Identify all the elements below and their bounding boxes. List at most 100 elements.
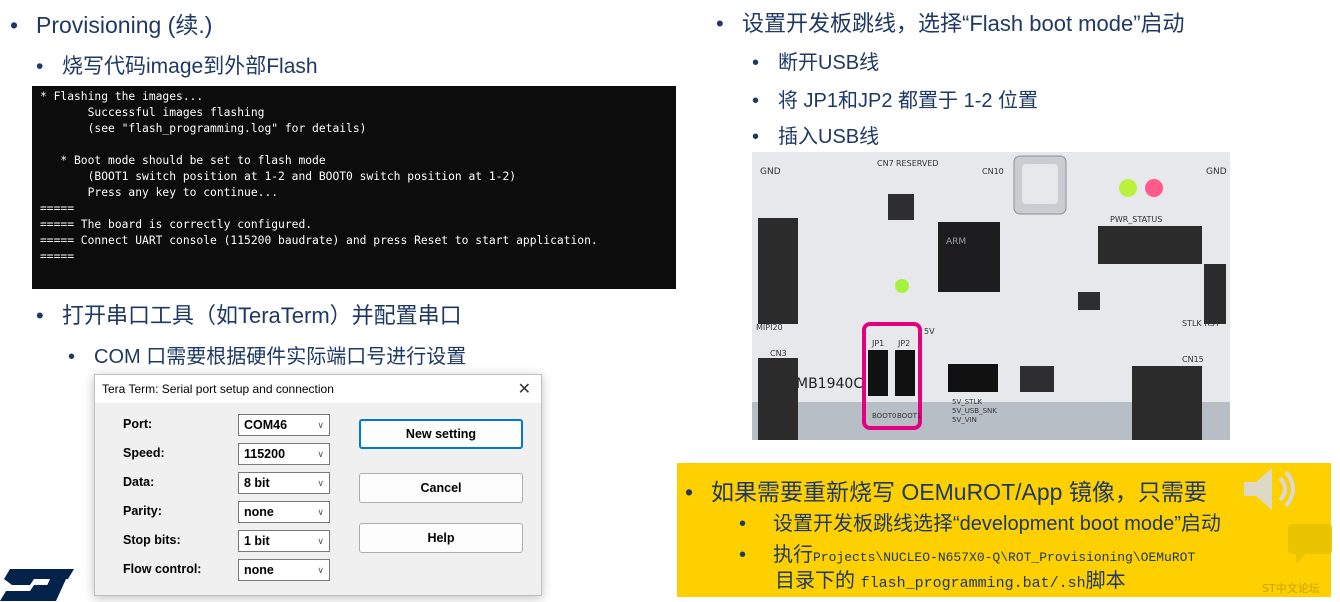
chip-label: ARM xyxy=(946,237,966,247)
gnd-right-label: GND xyxy=(1206,167,1227,177)
bullet-dot: • xyxy=(739,513,747,535)
flow-control-select[interactable]: none ∨ xyxy=(238,559,330,581)
note-line3: • 执行Projects\NUCLEO-N657X0-Q\ROT_Provisio… xyxy=(739,538,1195,567)
speed-value: 115200 xyxy=(244,447,286,461)
terminal-line: ===== xyxy=(40,250,75,263)
terminal-output: * Flashing the images... Successful imag… xyxy=(32,86,676,289)
stop-bits-value: 1 bit xyxy=(244,534,270,548)
terminal-line: ===== Connect UART console (115200 baudr… xyxy=(40,234,598,247)
speed-label: Speed: xyxy=(123,446,165,460)
vin-label: 5V_VIN xyxy=(952,416,977,424)
step-text: 断开USB线 xyxy=(778,52,880,74)
boot1-label: BOOT1 xyxy=(897,412,921,420)
close-icon[interactable]: ✕ xyxy=(517,381,531,398)
chat-bubble-icon[interactable] xyxy=(1284,520,1334,568)
speed-select[interactable]: 115200 ∨ xyxy=(238,443,330,465)
bullet-dot: • xyxy=(685,479,694,505)
terminal-line: (see "flash_programming.log" for details… xyxy=(40,122,367,135)
boot0-label: BOOT0 xyxy=(872,412,896,420)
note-line4-suffix: 脚本 xyxy=(1085,570,1126,592)
parity-select[interactable]: none ∨ xyxy=(238,501,330,523)
subheading-text: 烧写代码image到外部Flash xyxy=(62,55,318,78)
usb-snk-label: 5V_USB_SNK xyxy=(952,407,997,415)
port-label: Port: xyxy=(123,417,153,431)
new-setting-button[interactable]: New setting xyxy=(359,419,523,449)
dialog-title: Tera Term: Serial port setup and connect… xyxy=(102,382,334,396)
chevron-down-icon: ∨ xyxy=(317,535,324,546)
step-disconnect-usb: • 断开USB线 xyxy=(752,46,879,75)
note-line3-prefix: 执行 xyxy=(773,544,813,566)
bullet-dot: • xyxy=(752,126,760,148)
cancel-button[interactable]: Cancel xyxy=(359,473,523,503)
step-connect-usb: • 插入USB线 xyxy=(752,120,879,149)
stop-bits-label: Stop bits: xyxy=(123,533,181,547)
forum-watermark: ST中文论坛 xyxy=(1262,582,1320,595)
bullet-dot: • xyxy=(716,11,724,36)
cn3-label: CN3 xyxy=(770,349,787,358)
terminal-line: ===== The board is correctly configured. xyxy=(40,218,313,231)
chevron-down-icon: ∨ xyxy=(317,448,324,459)
bullet-dot: • xyxy=(752,90,760,112)
nucleo-board-photo: ARM GND GND CN7 RESERVED CN10 PWR_STATUS… xyxy=(752,152,1230,440)
bullet-dot: • xyxy=(36,55,44,78)
jumper-heading-text: 设置开发板跳线，选择“Flash boot mode”启动 xyxy=(742,11,1185,36)
serial-tool-bullet: • 打开串口工具（如TeraTerm）并配置串口 xyxy=(36,298,462,330)
heading-text: Provisioning (续.) xyxy=(36,12,213,38)
bullet-dot: • xyxy=(10,12,19,38)
flow-control-label: Flow control: xyxy=(123,562,202,576)
data-select[interactable]: 8 bit ∨ xyxy=(238,472,330,494)
chevron-down-icon: ∨ xyxy=(317,506,324,517)
speaker-icon[interactable] xyxy=(1238,462,1304,516)
terminal-line: * Boot mode should be set to flash mode xyxy=(40,154,326,167)
bullet-dot: • xyxy=(752,52,760,74)
mb-id-label: MB1940C xyxy=(796,376,863,392)
terminal-line: Press any key to continue... xyxy=(40,186,279,199)
stlk-label: 5V_STLK xyxy=(952,398,982,406)
serial-tool-text: 打开串口工具（如TeraTerm）并配置串口 xyxy=(62,303,462,328)
chevron-down-icon: ∨ xyxy=(317,477,324,488)
provisioning-path: Projects\NUCLEO-N657X0-Q\ROT_Provisionin… xyxy=(813,550,1196,565)
terminal-line: * Flashing the images... xyxy=(40,90,204,103)
data-label: Data: xyxy=(123,475,155,489)
com-port-bullet: • COM 口需要根据硬件实际端口号进行设置 xyxy=(68,340,466,369)
cn7-label: CN7 xyxy=(877,159,894,168)
note-line1-text: 如果需要重新烧写 OEMuROT/App 镜像，只需要 xyxy=(711,479,1207,505)
parity-value: none xyxy=(244,505,274,519)
port-value: COM46 xyxy=(244,418,288,432)
note-line4-prefix: 目录下的 xyxy=(775,570,861,592)
jp2-label: JP2 xyxy=(897,339,910,348)
bullet-dot: • xyxy=(739,544,747,566)
step-text: 将 JP1和JP2 都置于 1-2 位置 xyxy=(778,90,1039,112)
reflash-note: • 如果需要重新烧写 OEMuROT/App 镜像，只需要 •设置开发板跳线选择“… xyxy=(677,463,1331,597)
jumper-heading: • 设置开发板跳线，选择“Flash boot mode”启动 xyxy=(716,6,1185,38)
terminal-line: (BOOT1 switch position at 1-2 and BOOT0 … xyxy=(40,170,517,183)
flow-control-value: none xyxy=(244,563,274,577)
bullet-dot: • xyxy=(68,346,76,368)
gnd-left-label: GND xyxy=(760,167,781,177)
stop-bits-select[interactable]: 1 bit ∨ xyxy=(238,530,330,552)
step-text: 插入USB线 xyxy=(778,126,880,148)
st-logo xyxy=(0,569,74,601)
script-name: flash_programming.bat/.sh xyxy=(860,575,1086,592)
jp1-label: JP1 xyxy=(871,339,884,348)
five-v-label: 5V xyxy=(924,327,935,336)
parity-label: Parity: xyxy=(123,504,162,518)
chevron-down-icon: ∨ xyxy=(317,564,324,575)
serial-setup-dialog: Tera Term: Serial port setup and connect… xyxy=(94,374,542,596)
cn15-label: CN15 xyxy=(1182,355,1204,364)
reserved-label: RESERVED xyxy=(896,159,939,168)
chevron-down-icon: ∨ xyxy=(317,419,324,430)
note-line2: •设置开发板跳线选择“development boot mode”启动 xyxy=(739,507,1221,536)
port-select[interactable]: COM46 ∨ xyxy=(238,414,330,436)
pwr-status-label: PWR_STATUS xyxy=(1110,215,1162,224)
mipi20-label: MIPI20 xyxy=(756,323,783,332)
provisioning-heading: • Provisioning (续.) xyxy=(10,6,212,40)
bullet-dot: • xyxy=(36,303,44,328)
terminal-line xyxy=(40,137,668,153)
data-value: 8 bit xyxy=(244,476,270,490)
help-button[interactable]: Help xyxy=(359,523,523,553)
dialog-titlebar: Tera Term: Serial port setup and connect… xyxy=(95,375,541,403)
step-set-jumpers: • 将 JP1和JP2 都置于 1-2 位置 xyxy=(752,84,1038,113)
flash-image-subheading: • 烧写代码image到外部Flash xyxy=(36,50,318,80)
com-port-text: COM 口需要根据硬件实际端口号进行设置 xyxy=(94,346,467,368)
